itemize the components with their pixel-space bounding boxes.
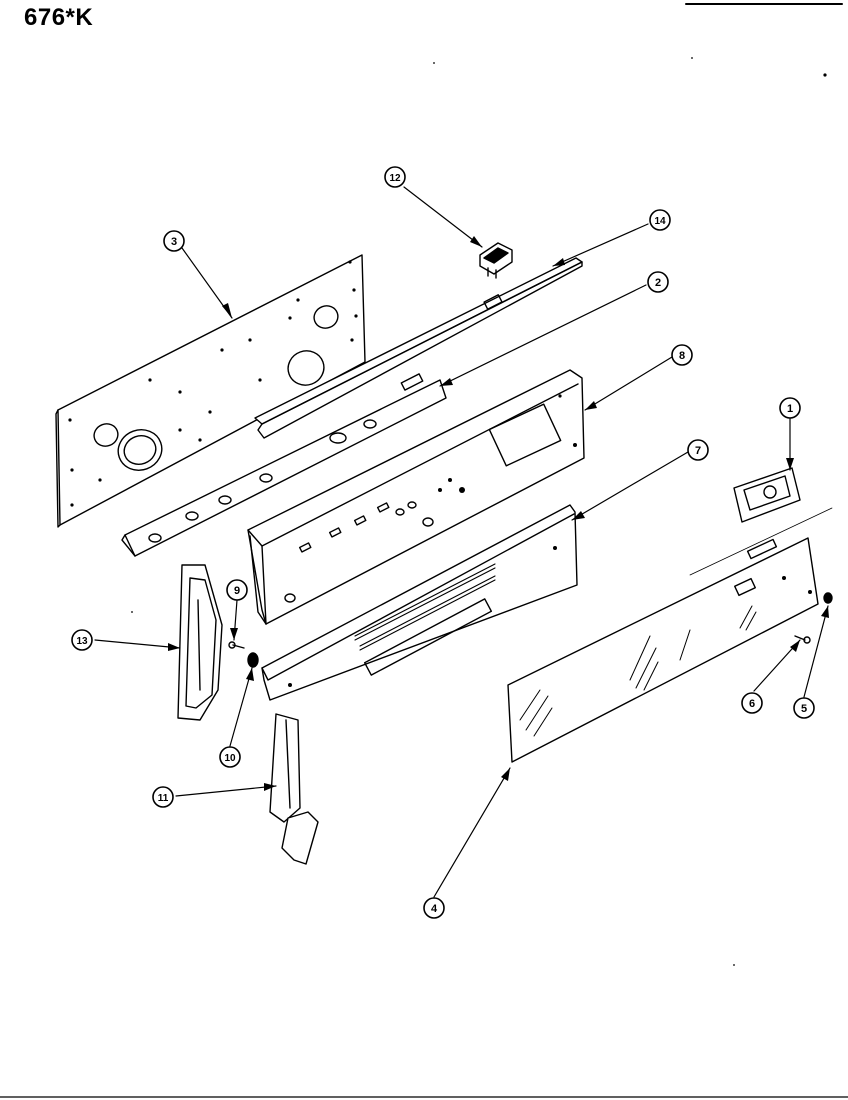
part-6-screw bbox=[794, 635, 811, 644]
callout-3: 3 bbox=[171, 236, 177, 248]
callout-12: 12 bbox=[389, 173, 401, 184]
part-8-control-panel bbox=[247, 369, 585, 625]
leader-arrowheads bbox=[168, 236, 829, 791]
part-11-side-bracket bbox=[269, 713, 319, 865]
part-2-bracket bbox=[121, 373, 447, 557]
callout-14: 14 bbox=[654, 216, 666, 227]
callout-10: 10 bbox=[224, 753, 236, 764]
callout-circles bbox=[71, 166, 815, 919]
callout-8: 8 bbox=[679, 350, 685, 362]
scan-specks bbox=[131, 57, 827, 966]
part-1-clock-timer bbox=[733, 467, 801, 523]
alignment-line bbox=[689, 507, 833, 576]
part-12-switch bbox=[479, 242, 513, 279]
part-14-trim-strip bbox=[254, 257, 583, 439]
part-3-back-panel bbox=[55, 254, 366, 528]
part-7-vent-panel bbox=[261, 504, 578, 701]
part-13-end-cap bbox=[177, 564, 223, 721]
callout-6: 6 bbox=[749, 698, 755, 710]
callout-7: 7 bbox=[695, 445, 701, 457]
leader-lines bbox=[94, 186, 829, 898]
part-10-clip bbox=[247, 652, 259, 668]
callout-1: 1 bbox=[787, 403, 793, 415]
callout-11: 11 bbox=[158, 793, 169, 804]
part-4-glass-panel bbox=[507, 537, 819, 763]
part-9-screw bbox=[228, 641, 245, 649]
callout-4: 4 bbox=[431, 903, 438, 915]
callout-5: 5 bbox=[801, 703, 807, 715]
callout-9: 9 bbox=[234, 585, 240, 597]
callout-2: 2 bbox=[655, 277, 661, 289]
callout-13: 13 bbox=[76, 636, 88, 647]
part-5-screw bbox=[823, 592, 833, 604]
model-number-title: 676*K bbox=[24, 4, 94, 31]
